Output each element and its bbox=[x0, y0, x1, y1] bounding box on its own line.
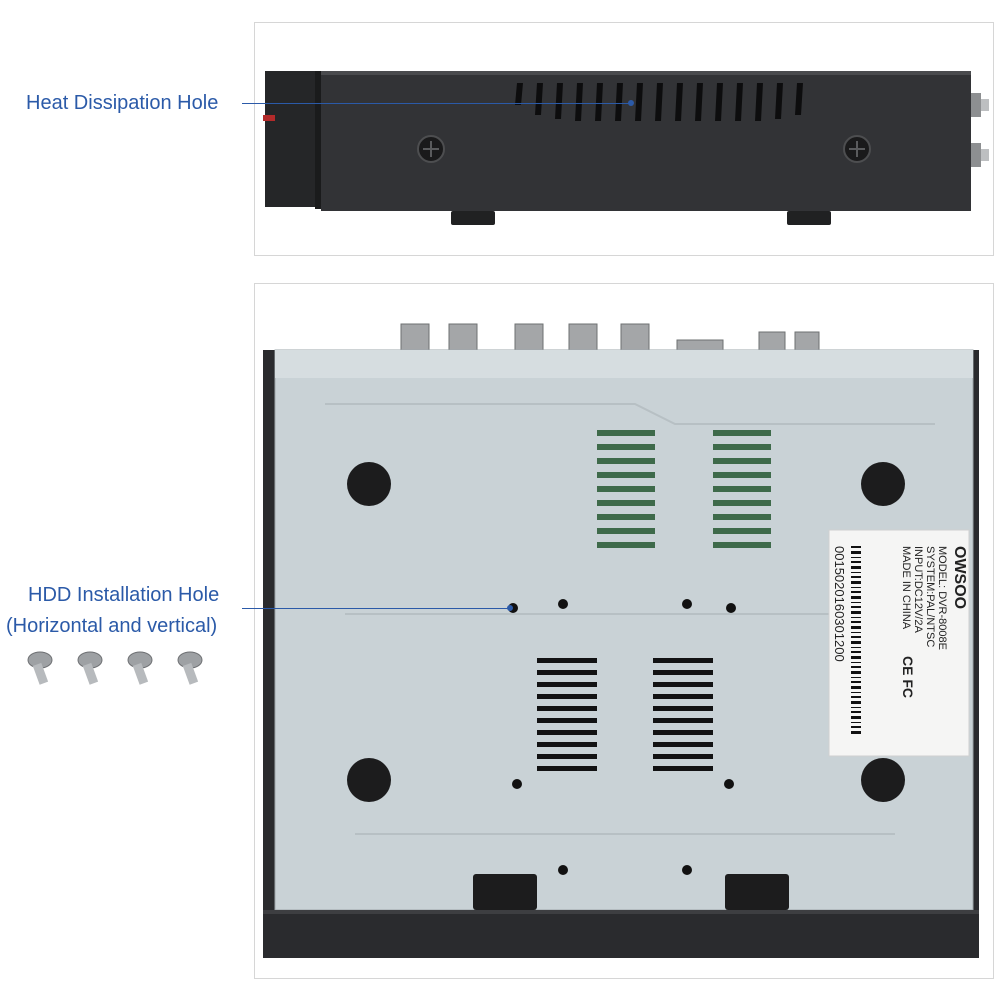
sticker-origin: MADE IN CHINA bbox=[900, 546, 912, 630]
sticker-cert: CE FC bbox=[900, 656, 916, 698]
vent-grill-upper-right bbox=[713, 430, 771, 548]
hdd-screws bbox=[27, 651, 203, 685]
hdd-installation-holes bbox=[508, 599, 736, 875]
chassis-top-edge bbox=[321, 71, 971, 75]
rubber-foot-bl bbox=[347, 758, 391, 802]
vent-grill-lower-left bbox=[537, 658, 597, 771]
rear-connector-2 bbox=[971, 143, 981, 167]
heat-dissipation-label: Heat Dissipation Hole bbox=[26, 92, 219, 114]
chassis-right-side bbox=[969, 350, 979, 950]
screw-3 bbox=[127, 651, 153, 685]
chassis-side bbox=[321, 71, 971, 211]
rear-connector-4 bbox=[981, 149, 989, 161]
bracket-tab-right bbox=[725, 874, 789, 910]
side-view-illustration bbox=[263, 71, 989, 225]
front-edge-highlight bbox=[263, 910, 979, 914]
front-edge bbox=[263, 910, 979, 958]
chassis-left-side bbox=[263, 350, 275, 950]
power-led bbox=[263, 115, 275, 121]
screw-1 bbox=[27, 651, 53, 685]
foot-right bbox=[787, 211, 831, 225]
hdd-installation-leader bbox=[242, 608, 510, 609]
vent-grill-lower-right bbox=[653, 658, 713, 771]
rear-connector-1 bbox=[971, 93, 981, 117]
heat-dissipation-leader bbox=[242, 103, 632, 104]
sticker-barcode-1 bbox=[851, 546, 861, 734]
screw-4 bbox=[177, 651, 203, 685]
sticker-input: INPUT:DC12V/2A bbox=[912, 546, 924, 633]
sticker-brand: OWSOO bbox=[951, 546, 968, 609]
front-bezel bbox=[265, 71, 321, 207]
front-bezel-edge bbox=[315, 71, 323, 209]
rubber-foot-tr bbox=[861, 462, 905, 506]
rear-connector-3 bbox=[981, 99, 989, 111]
heat-dissipation-leader-end bbox=[628, 100, 634, 106]
screw-2 bbox=[77, 651, 103, 685]
rubber-foot-br bbox=[861, 758, 905, 802]
foot-left bbox=[451, 211, 495, 225]
hdd-installation-label-line1: HDD Installation Hole bbox=[28, 584, 220, 606]
vent-grill-upper-left bbox=[597, 430, 655, 548]
sticker-system: SYSTEM:PAL/NTSC bbox=[924, 546, 936, 647]
sticker-model: MODEL: DVR-8008E bbox=[936, 546, 948, 650]
sticker-serial: 0015020160301200 bbox=[832, 546, 847, 662]
bracket-tab-left bbox=[473, 874, 537, 910]
bottom-view-illustration: OWSOO MODEL: DVR-8008E SYSTEM:PAL/NTSC I… bbox=[263, 323, 979, 958]
bottom-plate bbox=[274, 349, 974, 911]
heat-dissipation-slots bbox=[515, 83, 803, 121]
hdd-installation-leader-end bbox=[507, 605, 513, 611]
bottom-plate-rim bbox=[275, 350, 973, 378]
hdd-installation-label-line2: (Horizontal and vertical) bbox=[6, 615, 218, 637]
rubber-foot-tl bbox=[347, 462, 391, 506]
